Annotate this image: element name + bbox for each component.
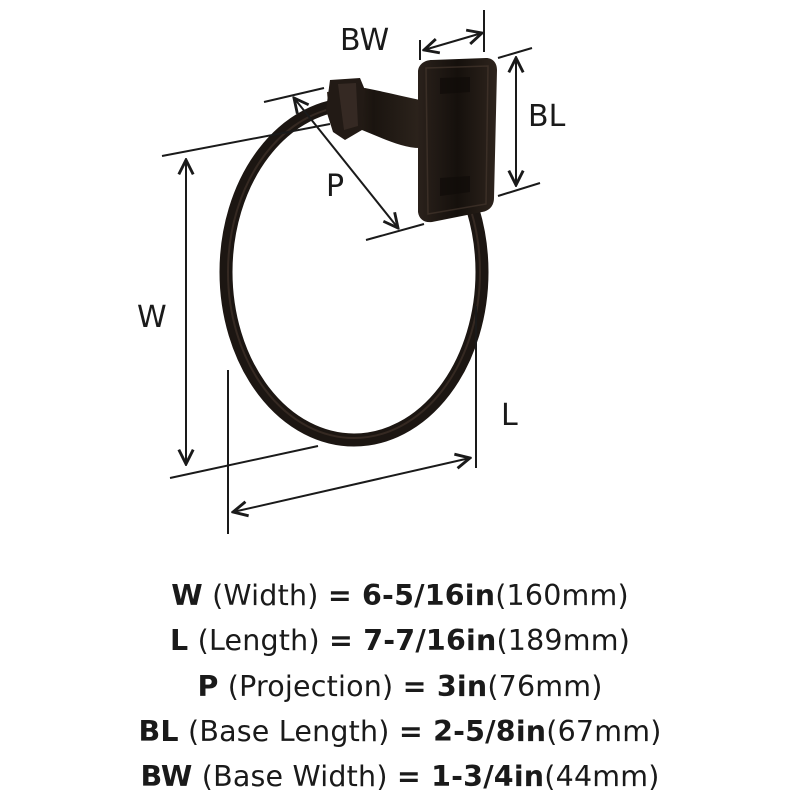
spec-row-length: L (Length) = 7-7/16in(189mm) bbox=[0, 618, 800, 663]
dimension-bw: BW bbox=[340, 10, 484, 60]
spec-imperial: 3in bbox=[436, 669, 488, 703]
spec-equals: = bbox=[398, 714, 434, 748]
spec-code: BL bbox=[138, 714, 179, 748]
wall-plate-body bbox=[418, 58, 497, 223]
wall-plate bbox=[418, 58, 497, 223]
spec-metric: (160mm) bbox=[495, 579, 629, 612]
spec-name: (Width) bbox=[202, 579, 328, 612]
spec-code: BW bbox=[140, 760, 193, 794]
dimension-p: P bbox=[263, 87, 425, 241]
spec-equals: = bbox=[327, 579, 363, 612]
spec-row-base-length: BL (Base Length) = 2-5/8in(67mm) bbox=[0, 709, 800, 754]
spec-metric: (44mm) bbox=[544, 760, 660, 794]
spec-metric: (76mm) bbox=[487, 669, 603, 703]
spec-imperial: 1-3/4in bbox=[431, 760, 545, 794]
dimension-l: L bbox=[227, 306, 518, 534]
label-bw: BW bbox=[340, 23, 389, 58]
spec-code: W bbox=[171, 579, 203, 612]
towel-ring-diagram: BW BL P W L bbox=[137, 10, 566, 534]
spec-metric: (67mm) bbox=[546, 714, 662, 748]
spec-code: L bbox=[169, 624, 189, 658]
label-bl: BL bbox=[528, 99, 566, 134]
spec-imperial: 6-5/16in bbox=[362, 579, 496, 612]
spec-row-base-width: BW (Base Width) = 1-3/4in(44mm) bbox=[0, 754, 800, 799]
spec-name: (Length) bbox=[188, 624, 330, 658]
spec-imperial: 7-7/16in bbox=[363, 624, 497, 658]
label-l: L bbox=[501, 398, 518, 433]
specifications-list: W (Width) = 6-5/16in(160mm) L (Length) =… bbox=[0, 573, 800, 799]
spec-imperial: 2-5/8in bbox=[433, 714, 547, 748]
label-w: W bbox=[137, 300, 167, 335]
spec-name: (Projection) bbox=[218, 669, 403, 703]
spec-row-width: W (Width) = 6-5/16in(160mm) bbox=[0, 573, 800, 618]
spec-row-projection: P (Projection) = 3in(76mm) bbox=[0, 664, 800, 709]
spec-code: P bbox=[197, 669, 219, 703]
spec-equals: = bbox=[396, 760, 432, 794]
label-p: P bbox=[326, 169, 344, 204]
spec-equals: = bbox=[402, 669, 437, 703]
spec-name: (Base Width) bbox=[192, 760, 397, 794]
spec-metric: (189mm) bbox=[496, 624, 631, 658]
spec-name: (Base Length) bbox=[178, 714, 399, 748]
ring-holder bbox=[326, 78, 420, 148]
dimension-bl: BL bbox=[497, 47, 566, 197]
spec-equals: = bbox=[329, 624, 364, 658]
